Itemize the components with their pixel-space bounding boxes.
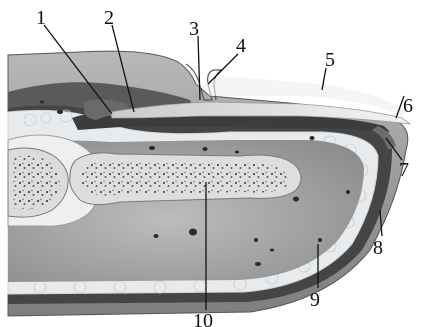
callout-label-10: 10 [193,310,213,327]
callout-label-2: 2 [104,7,114,29]
distal-phalanx-marrow [80,161,290,196]
callout-label-4: 4 [236,35,246,57]
callout-label-9: 9 [310,289,320,311]
callout-label-6: 6 [403,95,413,117]
callout-label-8: 8 [373,237,383,259]
callout-label-5: 5 [325,49,335,71]
callout-label-7: 7 [399,159,409,181]
callout-label-3: 3 [189,18,199,40]
callout-label-1: 1 [36,7,46,29]
